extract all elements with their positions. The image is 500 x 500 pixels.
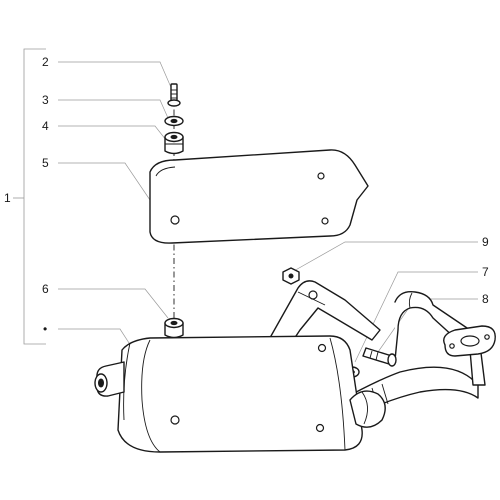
callout-dot: • <box>43 322 47 336</box>
callout-6: 6 <box>42 282 49 296</box>
callout-1: 1 <box>4 191 11 205</box>
callout-8: 8 <box>482 292 489 306</box>
leader-lines <box>58 61 478 363</box>
bolt-part-2 <box>167 83 181 107</box>
callout-9: 9 <box>482 235 489 249</box>
callout-4: 4 <box>42 119 49 133</box>
callout-labels: 1 2 3 4 5 6 • 7 8 9 <box>4 55 489 336</box>
heat-shield-part-5 <box>149 149 369 244</box>
exhaust-flange <box>443 325 496 357</box>
assembly-bracket <box>13 48 46 345</box>
silencer-body <box>94 335 386 453</box>
rubber-bush-part-4 <box>164 131 184 155</box>
rubber-bush-part-6 <box>164 317 184 339</box>
callout-3: 3 <box>42 93 49 107</box>
washer-part-3 <box>164 115 184 127</box>
callout-5: 5 <box>42 156 49 170</box>
callout-7: 7 <box>482 265 489 279</box>
bolt-part-7 <box>362 347 397 367</box>
callout-2: 2 <box>42 55 49 69</box>
nut-part-9 <box>282 267 300 285</box>
